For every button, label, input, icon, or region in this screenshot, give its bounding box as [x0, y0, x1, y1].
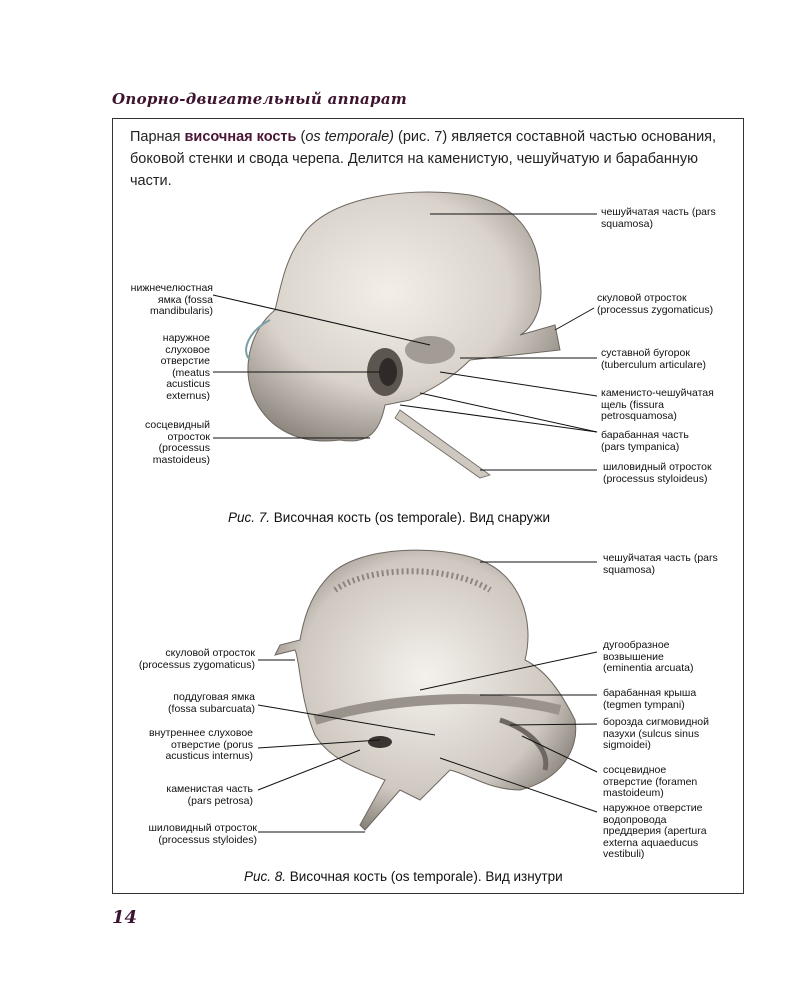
- intro-text: (рис. 7) является составной частью основ…: [130, 129, 717, 189]
- figure7-caption: Рис. 7. Височная кость (os temporale). В…: [228, 510, 550, 525]
- label-meatus-acusticus-externus: наружное слуховое отверстие (meatus acus…: [160, 332, 210, 402]
- label-processus-mastoideus: сосцевидный отросток (processus mastoide…: [145, 419, 210, 466]
- label-sulcus-sinus-sigmoidei: борозда сигмовидной пазухи (sulcus sinus…: [603, 716, 709, 751]
- content-frame: [112, 118, 744, 894]
- label-eminentia-arcuata: дугообразное возвышение (eminentia arcua…: [603, 639, 694, 674]
- label-pars-squamosa-inner: чешуйчатая часть (pars squamosa): [603, 552, 718, 576]
- figure7-caption-number: Рис. 7.: [228, 510, 271, 525]
- label-tuberculum-articulare: суставной бугорок (tuberculum articulare…: [601, 347, 707, 371]
- intro-term: височная кость: [184, 129, 297, 145]
- label-processus-styloideus: шиловидный отросток (processus styloideu…: [603, 461, 712, 485]
- figure8-leader-lines: [257, 561, 598, 833]
- label-fossa-mandibularis: нижнечелюстная ямка (fossa mandibularis): [130, 282, 213, 317]
- running-head: Опорно-двигательный аппарат: [112, 90, 408, 108]
- label-fissura-petrosquamosa: каменисто-чешуйчатая щель (fissura petro…: [601, 387, 714, 422]
- label-processus-styloides: шиловидный отросток (processus styloides…: [148, 822, 257, 846]
- intro-latin: os temporale): [305, 129, 394, 145]
- label-pars-squamosa: чешуйчатая часть (pars squamosa): [601, 206, 716, 230]
- temporal-bone-inner-view: [274, 549, 577, 831]
- figure7-leader-lines: [212, 213, 598, 471]
- page-number: 14: [112, 907, 138, 928]
- figure8-caption-text: Височная кость (os temporale). Вид изнут…: [286, 869, 563, 884]
- label-foramen-mastoideum: сосцевидное отверстие (foramen mastoideu…: [603, 764, 698, 799]
- label-processus-zygomaticus: скуловой отросток (processus zygomaticus…: [597, 292, 714, 316]
- label-pars-petrosa: каменистая часть (pars petrosa): [166, 783, 253, 807]
- temporal-bone-outer-view: [245, 191, 561, 479]
- label-tegmen-tympani: барабанная крыша (tegmen tympani): [603, 687, 697, 711]
- intro-text: (: [296, 129, 306, 145]
- figure8-caption-number: Рис. 8.: [244, 869, 287, 884]
- intro-text: Парная: [130, 129, 185, 145]
- figure8-caption: Рис. 8. Височная кость (os temporale). В…: [244, 869, 563, 884]
- figure7-caption-text: Височная кость (os temporale). Вид снару…: [270, 510, 551, 525]
- intro-paragraph: Парная височная кость (os temporale) (ри…: [130, 126, 730, 192]
- label-processus-zygomaticus-inner: скуловой отросток (processus zygomaticus…: [138, 647, 255, 671]
- label-fossa-subarcuata: поддуговая ямка (fossa subarcuata): [168, 691, 255, 715]
- label-pars-tympanica: барабанная часть (pars tympanica): [601, 429, 689, 453]
- label-porus-acusticus-internus: внутреннее слуховое отверстие (porus acu…: [148, 727, 253, 762]
- label-apertura-externa-aquaeductus-vestibuli: наружное отверстие водопровода преддвери…: [603, 802, 707, 860]
